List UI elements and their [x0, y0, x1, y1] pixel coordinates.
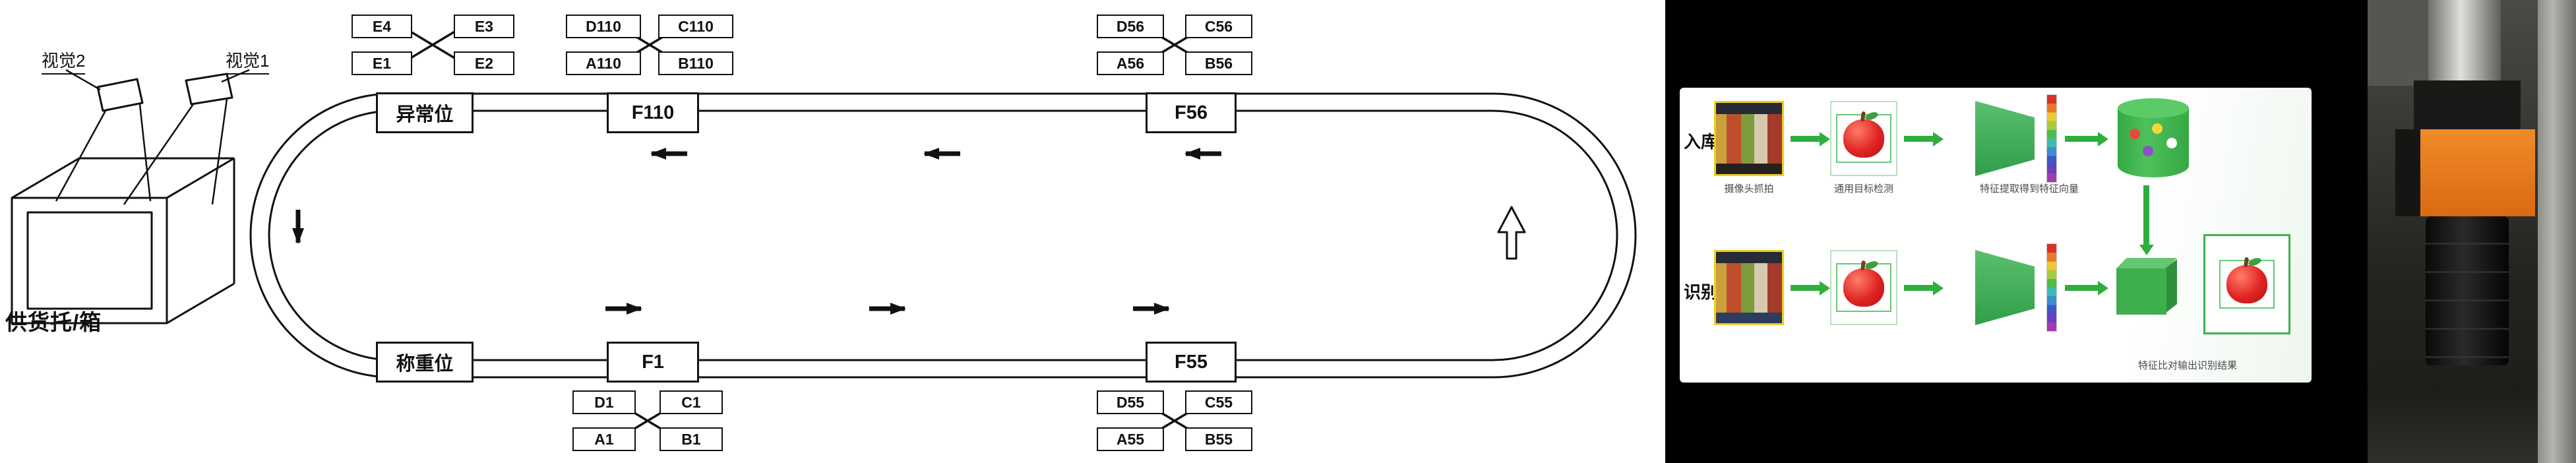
thumbnail-image [1716, 114, 1782, 164]
slot-label-d1: D1 [572, 390, 636, 414]
slot-label-a56: A56 [1097, 51, 1164, 75]
slot-label-a1: A1 [572, 427, 636, 451]
station-abnormal: 异常位 [376, 92, 474, 133]
camera-capture-thumbnail [1714, 250, 1784, 325]
machine-frame [2368, 0, 2430, 86]
station-weighing: 称重位 [376, 342, 474, 383]
slot-label-a55: A55 [1097, 427, 1164, 451]
thumbnail-footer [1716, 163, 1782, 174]
recognition-pipeline: 入库 [1665, 0, 2368, 463]
slot-label-e1: E1 [352, 51, 412, 75]
slot-label-c55: C55 [1185, 390, 1252, 414]
camera-icon [96, 73, 233, 112]
green-arrow-icon [1791, 285, 1821, 291]
thumbnail-header [1716, 103, 1782, 115]
cube-top-face [2116, 258, 2177, 268]
green-arrow-icon [2065, 285, 2099, 291]
conveyor-track [249, 92, 1637, 379]
slot-label-e4: E4 [352, 15, 412, 38]
slot-label-e3: E3 [454, 15, 514, 38]
green-arrow-icon [2065, 136, 2099, 142]
photo-background [2368, 384, 2538, 463]
slot-label-d56: D56 [1097, 15, 1164, 38]
inbound-row-label: 入库 [1684, 132, 1719, 152]
banana-dot-icon [2152, 123, 2162, 134]
slot-label-c1: C1 [659, 390, 723, 414]
slot-label-b110: B110 [658, 51, 733, 75]
camera-view-cones [55, 69, 250, 205]
camera-body-orange [2395, 129, 2535, 216]
caption-capture: 摄像头抓拍 [1724, 183, 1774, 195]
station-f56: F56 [1146, 92, 1237, 133]
feature-extractor-icon [1975, 101, 2035, 176]
slot-label-b55: B55 [1185, 427, 1252, 451]
machine-column [2538, 0, 2576, 463]
grape-dot-icon [2143, 146, 2153, 156]
caption-detect: 通用目标检测 [1833, 183, 1893, 195]
camera-mount [2414, 80, 2521, 133]
detection-bbox [1836, 114, 1891, 163]
cube-side-face [2165, 259, 2177, 313]
feature-database-icon [2118, 98, 2189, 177]
recognize-row-label: 识别 [1684, 282, 1719, 302]
apple-image [2226, 265, 2267, 303]
apple-dot-icon [2130, 129, 2140, 139]
station-f55: F55 [1146, 342, 1237, 383]
thumbnail-header [1716, 252, 1782, 264]
slot-label-d55: D55 [1097, 390, 1164, 414]
detected-object-box [1830, 101, 1897, 176]
apple-image [1843, 268, 1884, 307]
camera-lens [2426, 216, 2509, 365]
vision2-label: 视觉2 [42, 47, 86, 75]
green-arrow-icon [1904, 285, 1934, 291]
station-f110: F110 [607, 92, 699, 133]
green-arrow-icon [1904, 136, 1934, 142]
slot-label-c110: C110 [658, 15, 733, 38]
thumbnail-footer [1716, 312, 1782, 323]
apple-image [1843, 119, 1884, 158]
recognition-result-box [2203, 234, 2290, 334]
slot-label-c56: C56 [1185, 15, 1252, 38]
camera-capture-thumbnail [1714, 101, 1784, 176]
conveyor-diagram: 视觉2 视觉1 供货托/箱 异常位 F110 F56 称重位 F1 F55 E4… [5, 15, 1637, 451]
detected-object-box [1830, 250, 1897, 325]
flow-arrows [292, 148, 1221, 315]
camera-photo [2368, 0, 2576, 463]
thumbnail-image [1716, 263, 1782, 313]
hand-dot-icon [2166, 138, 2177, 148]
station-f1: F1 [607, 342, 699, 383]
supply-box-drawing [11, 157, 235, 324]
slot-label-b1: B1 [659, 427, 723, 451]
diagram-artwork [11, 26, 1637, 440]
caption-feature: 特征提取得到特征向量 [1979, 183, 2079, 195]
slot-label-e2: E2 [454, 51, 514, 75]
feature-vector-bar [2046, 243, 2057, 332]
detection-bbox [2219, 260, 2275, 309]
green-arrow-icon [1791, 136, 1821, 142]
slot-label-a110: A110 [566, 51, 641, 75]
green-down-arrow-icon [2143, 185, 2149, 246]
feature-extractor-icon [1975, 250, 2035, 325]
detection-bbox [1836, 263, 1891, 312]
database-cap [2118, 98, 2189, 118]
slot-label-b56: B56 [1185, 51, 1252, 75]
vision1-label: 视觉1 [226, 47, 270, 75]
slot-label-d110: D110 [566, 15, 641, 38]
pipeline-panel: 入库 [1680, 88, 2312, 383]
feature-vector-bar [2046, 94, 2057, 183]
caption-result: 特征比对输出识别结果 [2137, 360, 2237, 371]
comparison-module-icon [2116, 258, 2177, 315]
database-body [2118, 108, 2189, 177]
supply-box-label: 供货托/箱 [5, 310, 102, 334]
cube-front-face [2116, 268, 2166, 315]
up-arrow-icon [1497, 206, 1526, 260]
